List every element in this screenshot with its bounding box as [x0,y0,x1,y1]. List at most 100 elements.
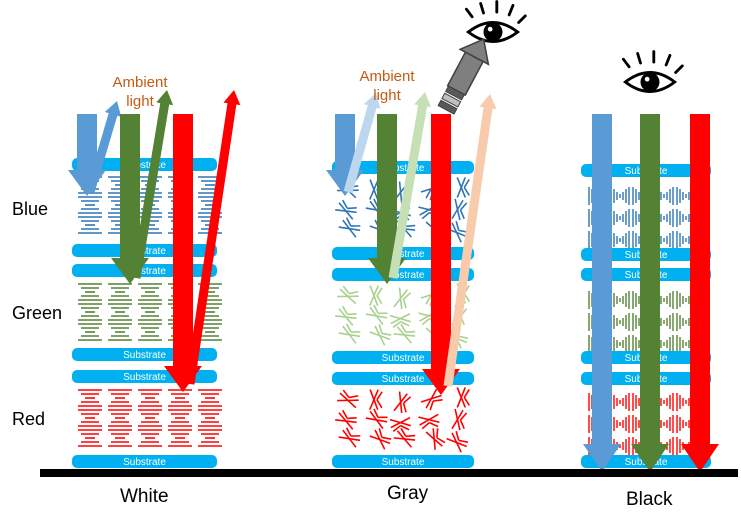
arrow-blue-reflect-gray [343,93,381,194]
molecule [337,285,359,305]
molecule-stroke [392,424,402,432]
ambient-line2: light [373,87,401,104]
molecule-stroke [345,210,357,214]
molecule-stroke [404,228,416,231]
arrow-red-in-white [164,114,202,392]
molecule-stroke [460,177,466,188]
molecule-stroke [335,208,346,212]
molecule-stroke [342,429,351,440]
molecule-stroke [398,181,402,193]
arrow-red-reflect-gray [443,94,497,387]
molecule [335,199,357,220]
molecule [337,389,359,409]
substrate-text: Substrate [123,350,166,361]
molecule-stroke [345,217,352,227]
ambient-line1: Ambient [359,68,415,85]
molecule-stroke [376,287,383,297]
molecule [335,409,357,430]
molecule-stroke [451,222,458,233]
molecule [393,287,412,310]
molecule-stroke [374,325,381,337]
molecule-stroke [419,314,430,322]
molecule-stroke [454,408,459,420]
molecule-stroke [347,417,357,420]
molecule-stroke [347,399,359,402]
row-label-green: Green [12,303,63,323]
substrate-bar [72,455,217,468]
molecule-stroke [436,437,446,444]
molecule-stroke [463,187,470,196]
molecule-stroke [429,400,434,411]
molecule-stroke [390,317,401,325]
eyelash [507,3,515,17]
flashlight-icon [437,38,490,115]
molecule-stroke [451,419,459,430]
molecule-stroke [400,312,411,320]
arrow-blue-reflect-white [85,101,122,194]
molecule-stroke [418,312,430,317]
substrate-text: Substrate [382,374,425,385]
molecule-stroke [456,199,464,210]
molecule-stroke [347,295,359,298]
eyelash [674,64,684,74]
eye-pupil [483,22,503,42]
molecule-stroke [460,387,466,398]
molecule-stroke [402,298,407,309]
molecule-stroke [460,397,467,408]
substrate-gray-3: Substrate [332,268,474,281]
molecule-stroke [419,208,430,216]
molecule [456,177,470,198]
molecule-stroke [418,416,430,421]
arrow-red-in-gray [422,114,460,395]
molecule-stroke [458,335,469,339]
molecule-stroke [458,439,469,443]
molecule-stroke [378,312,388,315]
molecule-stroke [379,335,386,346]
molecule-stroke [369,306,378,317]
molecule-stroke [433,438,443,447]
eyelash [621,57,631,69]
substrate-text: Substrate [382,457,425,468]
eyelash [636,52,642,65]
molecule [420,388,443,411]
molecule-stroke [342,389,350,399]
molecule-stroke [376,391,383,401]
eye-glint [487,26,493,32]
molecule [335,305,357,326]
molecule [451,408,468,431]
molecule-stroke [350,331,361,333]
molecule-stroke [379,334,391,341]
molecule-stroke [345,420,354,430]
molecule-stroke [345,316,357,320]
molecule-stroke [433,399,443,402]
molecule-stroke [399,393,408,403]
molecule-stroke [369,189,375,200]
arrow-green-reflect-white [131,90,174,279]
molecule-stroke [428,413,439,421]
molecule-stroke [456,177,463,188]
row-label-red: Red [12,409,46,429]
molecule-stroke [456,419,461,431]
molecule-stroke [398,391,402,403]
molecule-stroke [348,334,357,344]
substrate-text: Substrate [382,163,425,174]
molecule [418,413,440,430]
column-label-black: Black [626,489,673,510]
gray-red-layer [335,387,470,453]
molecule-stroke [373,399,379,411]
molecule-stroke [349,333,361,338]
substrate-text: Substrate [382,249,425,260]
molecule-stroke [400,323,407,333]
molecule [369,324,392,346]
molecule-stroke [393,401,402,412]
molecule-stroke [459,419,465,429]
molecule-stroke [400,421,411,427]
molecule-stroke [456,209,461,221]
molecule [365,304,388,326]
molecule-stroke [399,402,403,414]
molecule-stroke [400,424,410,431]
molecule-stroke [348,394,359,399]
molecule-stroke [342,325,351,336]
substrate-text: Substrate [382,270,425,281]
molecule-stroke [345,323,352,333]
